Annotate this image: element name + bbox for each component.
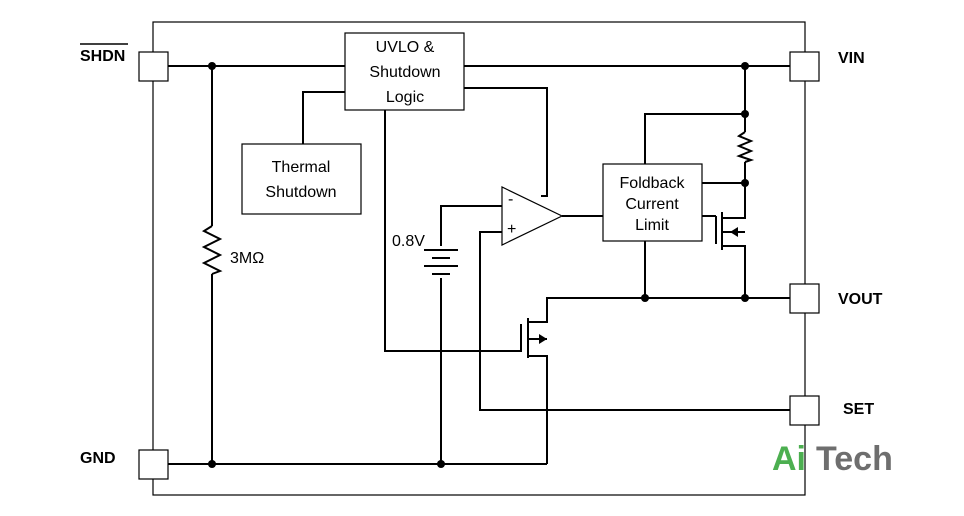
thermal-line2: Shutdown: [265, 184, 336, 201]
junction-dots: [208, 62, 749, 468]
thermal-line1: Thermal: [272, 159, 331, 176]
foldback-line2: Current: [625, 196, 679, 213]
pin-shdn-label: SHDN: [80, 48, 125, 65]
uvlo-line3: Logic: [386, 89, 424, 106]
uvlo-shutdown-logic-block: [344, 32, 465, 111]
reference-battery: [424, 249, 458, 275]
pin-set: [789, 395, 820, 426]
aitech-logo: Ai Tech: [772, 440, 893, 478]
pin-vout: [789, 283, 820, 314]
pin-vin-label: VIN: [838, 50, 865, 67]
foldback-line1: Foldback: [620, 175, 686, 192]
foldback-line3: Limit: [635, 217, 669, 234]
reference-voltage-label: 0.8V: [392, 233, 425, 250]
pmos-pass-transistor: [715, 212, 746, 250]
pin-vout-label: VOUT: [838, 291, 883, 308]
brand-tech: Tech: [816, 440, 893, 478]
uvlo-line1: UVLO &: [376, 39, 435, 56]
pin-vin: [789, 51, 820, 82]
nmos-discharge-transistor: [520, 318, 548, 362]
uvlo-line2: Shutdown: [369, 64, 440, 81]
thermal-shutdown-block: [241, 143, 362, 215]
brand-ai: Ai: [772, 440, 806, 478]
opamp-minus-label: -: [508, 191, 513, 208]
wires: [168, 65, 790, 465]
pin-shdn: [138, 51, 169, 82]
resistor-3m-label: 3MΩ: [230, 250, 264, 267]
resistor-3m: [201, 225, 223, 275]
sense-resistor: [736, 131, 755, 163]
chip-outline: [152, 21, 806, 496]
foldback-current-limit-block: [602, 163, 703, 242]
opamp-plus-label: +: [507, 221, 516, 238]
pin-gnd-label: GND: [80, 450, 116, 467]
pin-gnd: [138, 449, 169, 480]
pin-set-label: SET: [843, 401, 874, 418]
error-amplifier: [501, 186, 564, 246]
